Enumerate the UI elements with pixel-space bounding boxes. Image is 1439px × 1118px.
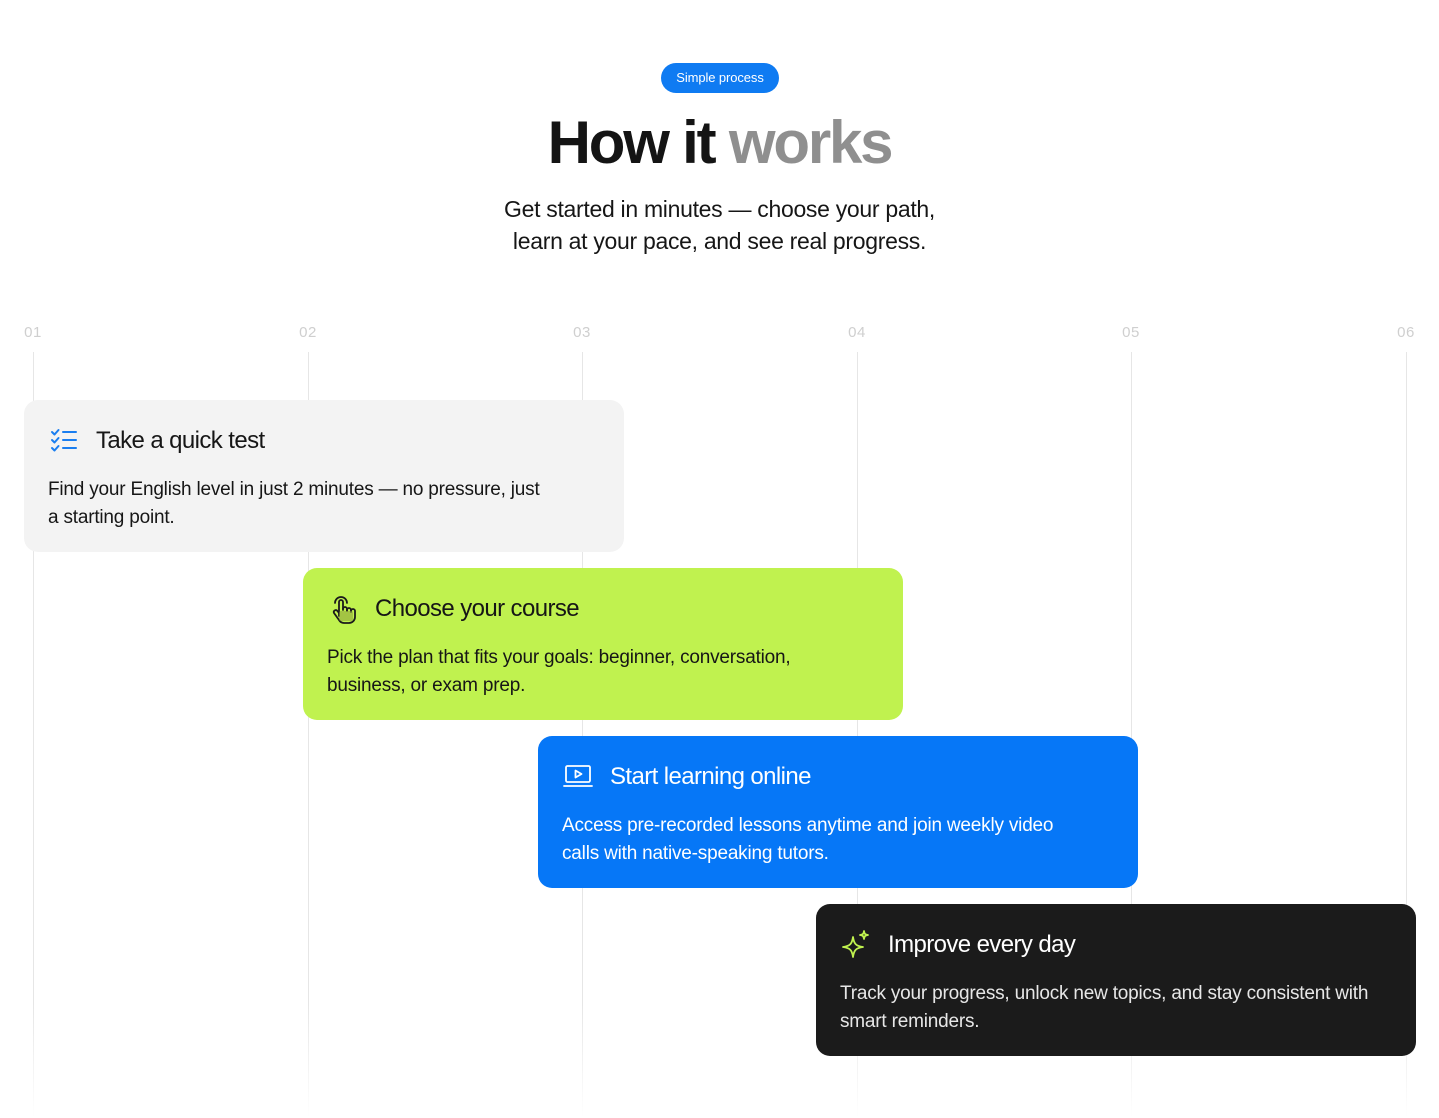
timeline-divider	[308, 352, 309, 1118]
section-subtitle: Get started in minutes — choose your pat…	[0, 193, 1439, 257]
checklist-icon	[48, 425, 80, 457]
step-number: 01	[24, 324, 42, 341]
step-number: 03	[573, 324, 591, 341]
sparkle-icon	[840, 929, 872, 961]
card-header: Start learning online	[562, 760, 1114, 794]
step-card-learning-online: Start learning online Access pre-recorde…	[538, 736, 1138, 888]
card-description: Track your progress, unlock new topics, …	[840, 983, 1369, 1032]
title-main: How it	[547, 109, 729, 176]
card-title: Choose your course	[375, 595, 580, 622]
video-lesson-icon	[562, 761, 594, 793]
subtitle-line-2: learn at your pace, and see real progres…	[512, 228, 927, 254]
step-card-quick-test: Take a quick test Find your English leve…	[24, 400, 624, 552]
subtitle-line-1: Get started in minutes — choose your pat…	[503, 196, 935, 222]
step-number: 04	[848, 324, 866, 341]
step-card-choose-course: Choose your course Pick the plan that fi…	[303, 568, 903, 720]
card-description: Access pre-recorded lessons anytime and …	[562, 815, 1054, 864]
card-title: Improve every day	[888, 931, 1076, 958]
card-title: Start learning online	[610, 763, 811, 790]
card-header: Improve every day	[840, 928, 1392, 962]
section-badge: Simple process	[661, 63, 779, 93]
step-card-improve-daily: Improve every day Track your progress, u…	[816, 904, 1416, 1056]
card-description: Pick the plan that fits your goals: begi…	[327, 647, 791, 696]
timeline-divider	[857, 352, 858, 1118]
tap-hand-icon	[327, 593, 359, 625]
title-muted: works	[728, 109, 894, 176]
card-title: Take a quick test	[96, 427, 265, 454]
card-description: Find your English level in just 2 minute…	[48, 479, 540, 528]
timeline-divider	[1131, 352, 1132, 1118]
card-header: Choose your course	[327, 592, 879, 626]
section-title: How it works	[0, 108, 1439, 178]
timeline-divider	[582, 352, 583, 1118]
step-number: 02	[299, 324, 317, 341]
step-number: 06	[1397, 324, 1415, 341]
step-number: 05	[1122, 324, 1140, 341]
timeline-divider	[33, 352, 34, 1118]
card-header: Take a quick test	[48, 424, 600, 458]
timeline-divider	[1406, 352, 1407, 1118]
